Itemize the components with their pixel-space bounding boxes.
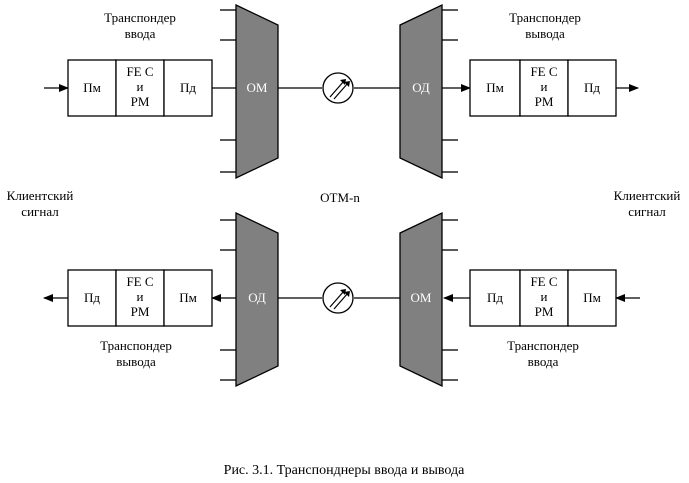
top-output-transponder-label-line1: Транспондер: [509, 10, 581, 25]
top-optical-demultiplexer: [399, 3, 443, 180]
top-od-output-ticks: [442, 9, 458, 173]
bottom-input-fec-block: [519, 269, 569, 327]
top-output-receiver-label: Пм: [486, 80, 504, 95]
top-input-transmitter-label: Пд: [180, 80, 196, 95]
bottom-output-transmitter-block: [67, 269, 117, 327]
bottom-input-receiver-label: Пм: [583, 290, 601, 305]
bottom-output-transmitter-label: Пд: [84, 290, 100, 305]
top-output-transmitter-label: Пд: [584, 80, 600, 95]
bottom-input-fec-label-line2: и: [541, 289, 548, 304]
top-input-transponder: Пм FE C и PM Пд: [67, 59, 213, 117]
top-od-label: ОД: [412, 80, 430, 95]
bottom-output-receiver-block: [163, 269, 213, 327]
client-signal-right-line1: Клиентский: [614, 188, 681, 203]
top-input-fec-block: [115, 59, 165, 117]
bottom-input-transponder-label-line1: Транспондер: [507, 338, 579, 353]
top-output-transmitter-block: [567, 59, 617, 117]
bottom-output-transponder-label-line1: Транспондер: [100, 338, 172, 353]
bottom-om-input-ticks: [442, 219, 458, 381]
bottom-optical-multiplexer: [399, 211, 443, 388]
bottom-output-fec-label-line3: PM: [131, 304, 150, 319]
bottom-input-receiver-block: [567, 269, 617, 327]
top-input-fec-label-line3: PM: [131, 94, 150, 109]
bottom-od-output-ticks: [220, 219, 236, 381]
bottom-input-transponder: Пд FE C и PM Пм: [469, 269, 617, 327]
top-output-fec-block: [519, 59, 569, 117]
top-output-fec-label-line3: PM: [535, 94, 554, 109]
bottom-om-label: ОМ: [411, 290, 432, 305]
top-optical-multiplexer: [235, 3, 279, 180]
bottom-input-transmitter-block: [469, 269, 521, 327]
bottom-output-receiver-label: Пм: [179, 290, 197, 305]
bottom-output-transponder-label-line2: вывода: [116, 354, 156, 369]
top-output-transponder-label-line2: вывода: [525, 26, 565, 41]
bottom-input-fec-label-line3: PM: [535, 304, 554, 319]
top-input-transponder-label-line1: Транспондер: [104, 10, 176, 25]
bottom-output-transponder: Пд FE C и PM Пм: [67, 269, 213, 327]
bottom-input-transmitter-label: Пд: [487, 290, 503, 305]
terminal-label: OTM-n: [320, 190, 360, 205]
bottom-input-transponder-label-line2: ввода: [528, 354, 559, 369]
figure-caption: Рис. 3.1. Транспонднеры ввода и вывода: [224, 463, 465, 478]
top-output-fec-label-line2: и: [541, 79, 548, 94]
top-output-fec-label-line1: FE C: [530, 64, 557, 79]
client-signal-left-line2: сигнал: [21, 204, 59, 219]
top-input-fec-label-line1: FE C: [126, 64, 153, 79]
top-input-transponder-label-line2: ввода: [125, 26, 156, 41]
bottom-input-fec-label-line1: FE C: [530, 274, 557, 289]
top-input-receiver-label: Пм: [83, 80, 101, 95]
top-output-receiver-block: [469, 59, 521, 117]
bottom-optical-demultiplexer: [235, 211, 279, 388]
bottom-output-fec-label-line2: и: [137, 289, 144, 304]
bottom-output-fec-block: [115, 269, 165, 327]
top-optical-amplifier-icon: [322, 72, 354, 104]
client-signal-right-line2: сигнал: [628, 204, 666, 219]
top-om-input-ticks: [220, 9, 236, 173]
top-input-transmitter-block: [163, 59, 213, 117]
bottom-optical-amplifier-icon: [322, 282, 354, 314]
bottom-output-fec-label-line1: FE C: [126, 274, 153, 289]
client-signal-left-line1: Клиентский: [7, 188, 74, 203]
top-om-label: ОМ: [247, 80, 268, 95]
top-input-fec-label-line2: и: [137, 79, 144, 94]
bottom-od-label: ОД: [248, 290, 266, 305]
top-output-transponder: Пм FE C и PM Пд: [469, 59, 617, 117]
